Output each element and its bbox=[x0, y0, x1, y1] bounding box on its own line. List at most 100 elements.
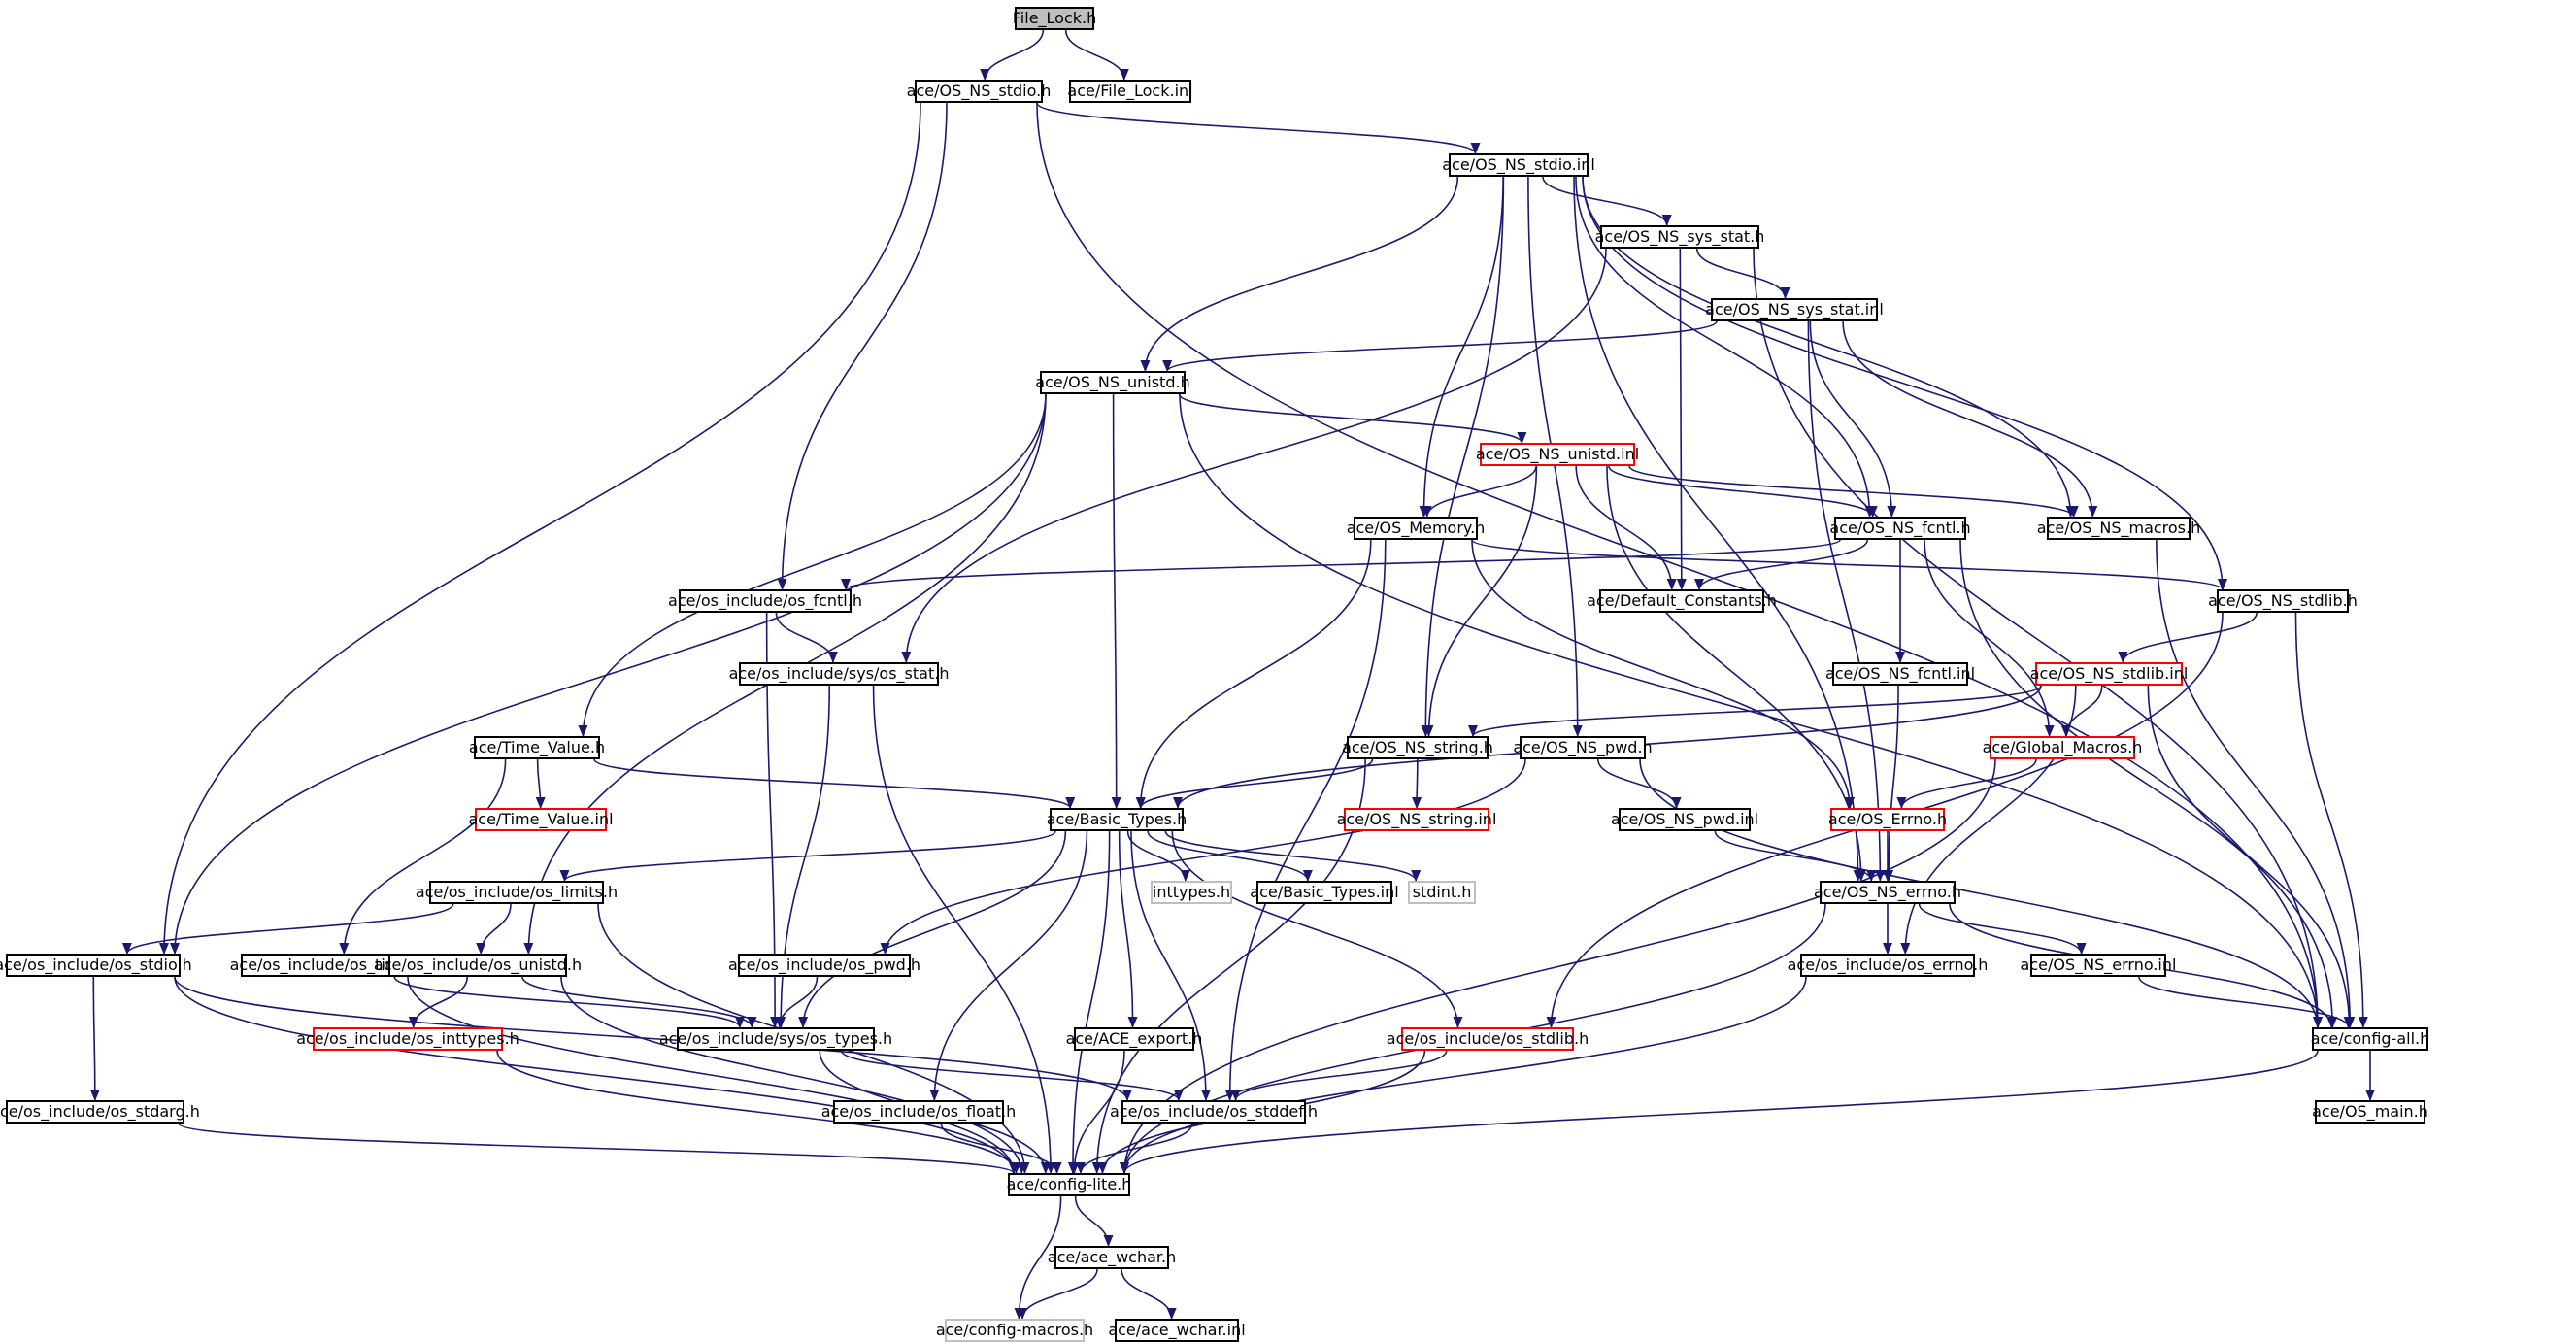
node-os-ns-string-inl[interactable]: ace/OS_NS_string.inl bbox=[1337, 808, 1496, 831]
node-os-include-sys-os-types-h[interactable]: ace/os_include/sys/os_types.h bbox=[659, 1027, 892, 1051]
edge-os-ns-stdio-inl-to-os-ns-errno-h bbox=[1573, 176, 1863, 882]
edge-os-include-os-pwd-h-to-os-include-sys-os-types-h bbox=[775, 976, 819, 1028]
node-os-errno-h[interactable]: ace/OS_Errno.h bbox=[1828, 808, 1947, 831]
node-os-include-os-unistd-h[interactable]: ace/os_include/os_unistd.h bbox=[374, 954, 582, 977]
node-os-ns-string-h[interactable]: ace/OS_NS_string.h bbox=[1342, 736, 1493, 759]
node-inttypes-h[interactable]: inttypes.h bbox=[1151, 881, 1232, 904]
node-os-ns-stdlib-inl[interactable]: ace/OS_NS_stdlib.inl bbox=[2030, 662, 2188, 686]
edge-os-ns-stdio-inl-to-os-memory-h bbox=[1419, 176, 1504, 518]
node-os-include-os-stdlib-h[interactable]: ace/os_include/os_stdlib.h bbox=[1387, 1027, 1589, 1051]
edge-global-macros-h-to-os-errno-h bbox=[1896, 758, 2037, 809]
edge-basic-types-h-to-config-lite-h bbox=[1067, 830, 1111, 1174]
edge-os-ns-stdlib-h-to-os-ns-stdlib-inl bbox=[2118, 612, 2258, 663]
edge-os-ns-fcntl-h-to-default-constants-h bbox=[1694, 539, 1869, 590]
node-os-ns-stdlib-h[interactable]: ace/OS_NS_stdlib.h bbox=[2208, 589, 2358, 613]
edge-basic-types-h-to-os-include-os-float-h bbox=[929, 830, 1088, 1101]
edge-os-ns-unistd-inl-to-os-ns-string-h bbox=[1423, 465, 1538, 737]
edge-os-ns-unistd-inl-to-default-constants-h bbox=[1575, 465, 1677, 590]
node-os-ns-macros-h[interactable]: ace/OS_NS_macros.h bbox=[2037, 517, 2200, 540]
node-config-macros-h[interactable]: ace/config-macros.h bbox=[936, 1319, 1093, 1342]
edge-os-include-os-limits-h-to-os-include-os-stdio-h bbox=[122, 903, 454, 955]
edge-os-ns-stdio-inl-to-os-ns-stdlib-h bbox=[1582, 176, 2227, 590]
edge-os-ns-sys-stat-inl-to-os-ns-macros-h bbox=[1842, 320, 2098, 518]
edge-os-ns-string-h-to-os-ns-string-inl bbox=[1412, 758, 1422, 809]
edge-os-ns-stdio-h-to-config-all-h bbox=[1036, 102, 2323, 1028]
node-ace-wchar-h[interactable]: ace/ace_wchar.h bbox=[1048, 1246, 1176, 1269]
node-os-include-os-float-h[interactable]: ace/os_include/os_float.h bbox=[821, 1100, 1016, 1124]
node-os-ns-unistd-inl[interactable]: ace/OS_NS_unistd.inl bbox=[1476, 443, 1639, 466]
edge-os-ns-errno-h-to-os-ns-errno-inl bbox=[1918, 903, 2087, 955]
edge-ace-wchar-h-to-ace-wchar-inl bbox=[1121, 1268, 1177, 1320]
node-os-ns-pwd-inl[interactable]: ace/OS_NS_pwd.inl bbox=[1611, 808, 1758, 831]
edge-os-ns-unistd-inl-to-os-ns-macros-h bbox=[1628, 465, 2079, 518]
node-global-macros-h[interactable]: ace/Global_Macros.h bbox=[1983, 736, 2142, 759]
node-os-memory-h[interactable]: ace/OS_Memory.h bbox=[1347, 517, 1485, 540]
node-time-value-h[interactable]: ace/Time_Value.h bbox=[469, 736, 605, 759]
edge-os-include-os-unistd-h-to-os-include-sys-os-types-h bbox=[521, 976, 757, 1028]
edge-os-ns-fcntl-inl-to-os-ns-errno-h bbox=[1884, 685, 1899, 882]
node-os-ns-pwd-h[interactable]: ace/OS_NS_pwd.h bbox=[1513, 736, 1653, 759]
node-file-lock-inl[interactable]: ace/File_Lock.inl bbox=[1067, 80, 1193, 103]
node-os-ns-fcntl-inl[interactable]: ace/OS_NS_fcntl.inl bbox=[1825, 662, 1975, 686]
edge-ace-wchar-h-to-config-macros-h bbox=[1018, 1268, 1098, 1320]
node-os-ns-sys-stat-h[interactable]: ace/OS_NS_sys_stat.h bbox=[1595, 225, 1764, 249]
node-os-include-os-errno-h[interactable]: ace/os_include/os_errno.h bbox=[1788, 954, 1988, 977]
node-os-include-os-stddef-h[interactable]: ace/os_include/os_stddef.h bbox=[1110, 1100, 1318, 1124]
edge-os-memory-h-to-os-include-os-stddef-h bbox=[1224, 539, 1387, 1101]
edge-os-ns-sys-stat-h-to-config-all-h bbox=[1753, 248, 2323, 1028]
edge-os-memory-h-to-basic-types-h bbox=[1135, 539, 1372, 809]
edge-os-ns-sys-stat-h-to-os-ns-sys-stat-inl bbox=[1695, 248, 1790, 299]
edge-os-ns-errno-inl-to-config-all-h bbox=[2138, 976, 2354, 1028]
edge-os-include-os-float-h-to-config-lite-h bbox=[940, 1123, 1062, 1174]
edge-os-ns-fcntl-h-to-global-macros-h bbox=[1924, 539, 2055, 737]
node-os-main-h[interactable]: ace/OS_main.h bbox=[2312, 1100, 2428, 1124]
edge-os-ns-fcntl-h-to-os-include-os-fcntl-h bbox=[841, 539, 1841, 590]
node-os-ns-errno-h[interactable]: ace/OS_NS_errno.h bbox=[1814, 881, 1961, 904]
edge-ace-export-h-to-config-lite-h bbox=[1069, 1050, 1125, 1174]
edge-time-value-h-to-basic-types-h bbox=[593, 758, 1076, 809]
node-os-ns-stdio-inl[interactable]: ace/OS_NS_stdio.inl bbox=[1442, 153, 1595, 177]
node-time-value-inl[interactable]: ace/Time_Value.inl bbox=[468, 808, 614, 831]
edge-os-ns-pwd-inl-to-os-ns-errno-h bbox=[1714, 830, 1877, 882]
node-os-include-os-pwd-h[interactable]: ace/os_include/os_pwd.h bbox=[728, 954, 920, 977]
edge-os-ns-stdio-h-to-os-ns-stdio-inl bbox=[1036, 102, 1481, 154]
edge-os-include-os-time-h-to-os-include-sys-os-types-h bbox=[393, 976, 745, 1028]
edge-os-ns-stdlib-inl-to-os-include-os-errno-h bbox=[1900, 685, 2077, 955]
node-os-ns-stdio-h[interactable]: ace/OS_NS_stdio.h bbox=[907, 80, 1051, 103]
node-os-ns-fcntl-h[interactable]: ace/OS_NS_fcntl.h bbox=[1829, 517, 1971, 540]
edge-os-ns-sys-stat-inl-to-os-ns-errno-h bbox=[1807, 320, 1886, 882]
node-os-include-sys-os-stat-h[interactable]: ace/os_include/sys/os_stat.h bbox=[729, 662, 949, 686]
edge-os-ns-stdio-inl-to-os-ns-unistd-h bbox=[1140, 176, 1459, 372]
node-os-ns-errno-inl[interactable]: ace/OS_NS_errno.inl bbox=[2021, 954, 2176, 977]
edge-os-include-os-inttypes-h-to-config-lite-h bbox=[496, 1050, 1021, 1174]
node-os-include-os-fcntl-h[interactable]: ace/os_include/os_fcntl.h bbox=[668, 589, 862, 613]
edge-config-lite-h-to-config-macros-h bbox=[1014, 1195, 1062, 1320]
node-config-lite-h[interactable]: ace/config-lite.h bbox=[1007, 1173, 1131, 1196]
edge-os-include-sys-os-types-h-to-os-include-os-stddef-h bbox=[840, 1050, 1184, 1101]
node-os-include-os-inttypes-h[interactable]: ace/os_include/os_inttypes.h bbox=[296, 1027, 519, 1051]
node-ace-wchar-inl[interactable]: ace/ace_wchar.inl bbox=[1108, 1319, 1246, 1342]
node-os-include-os-stdio-h[interactable]: ace/os_include/os_stdio.h bbox=[0, 954, 192, 977]
edge-os-ns-pwd-h-to-os-include-os-pwd-h bbox=[880, 758, 1526, 955]
node-default-constants-h[interactable]: ace/Default_Constants.h bbox=[1587, 589, 1777, 613]
edge-os-ns-stdlib-h-to-config-all-h bbox=[2294, 612, 2368, 1028]
node-ace-export-h[interactable]: ace/ACE_export.h bbox=[1066, 1027, 1202, 1051]
node-os-include-os-time-h[interactable]: ace/os_include/os_time.h bbox=[230, 954, 424, 977]
node-os-ns-sys-stat-inl[interactable]: ace/OS_NS_sys_stat.inl bbox=[1705, 298, 1884, 321]
edge-os-ns-unistd-inl-to-os-ns-fcntl-h bbox=[1608, 465, 1878, 518]
node-os-ns-unistd-h[interactable]: ace/OS_NS_unistd.h bbox=[1035, 371, 1190, 394]
edge-file-lock-h-to-os-ns-stdio-h bbox=[980, 29, 1045, 81]
edge-os-ns-sys-stat-h-to-os-include-sys-os-stat-h bbox=[901, 248, 1607, 663]
node-basic-types-inl[interactable]: ace/Basic_Types.inl bbox=[1250, 881, 1399, 904]
edge-os-ns-macros-h-to-config-all-h bbox=[2156, 539, 2356, 1028]
node-basic-types-h[interactable]: ace/Basic_Types.h bbox=[1047, 808, 1187, 831]
node-os-include-os-limits-h[interactable]: ace/os_include/os_limits.h bbox=[416, 881, 618, 904]
edge-os-ns-unistd-h-to-os-ns-unistd-inl bbox=[1178, 393, 1527, 444]
node-os-include-os-stdarg-h[interactable]: ace/os_include/os_stdarg.h bbox=[0, 1100, 200, 1124]
node-stdint-h[interactable]: stdint.h bbox=[1408, 881, 1476, 904]
edge-os-ns-pwd-h-to-os-ns-pwd-inl bbox=[1596, 758, 1682, 809]
node-config-all-h[interactable]: ace/config-all.h bbox=[2311, 1027, 2429, 1051]
edge-os-include-os-stdlib-h-to-os-include-os-stddef-h bbox=[1230, 1050, 1448, 1101]
edge-os-ns-stdlib-inl-to-config-all-h bbox=[2147, 685, 2355, 1028]
